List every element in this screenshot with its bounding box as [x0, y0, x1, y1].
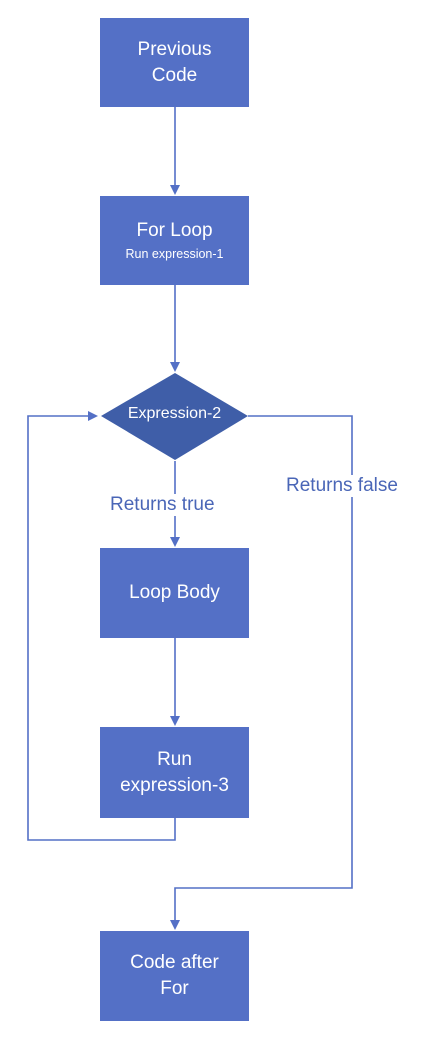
node-for-loop-subtitle: Run expression-1	[125, 246, 224, 261]
node-code-after-for-line1: Code after	[130, 952, 219, 974]
node-loop-body-label: Loop Body	[129, 582, 220, 604]
node-previous-code: Previous Code	[100, 18, 249, 107]
node-run-expression-3-line1: Run	[157, 748, 192, 770]
node-code-after-for: Code after For	[100, 931, 249, 1021]
node-run-expression-3: Run expression-3	[100, 727, 249, 818]
node-code-after-for-line2: For	[160, 978, 189, 999]
node-run-expression-3-line2: expression-3	[120, 774, 229, 796]
node-previous-code-line2: Code	[151, 64, 198, 86]
node-previous-code-line1: Previous	[137, 38, 212, 60]
node-for-loop-title: For Loop	[136, 220, 213, 242]
edge-condition-to-after	[170, 415, 353, 930]
edge-label-returns-true: Returns true	[110, 494, 215, 516]
node-loop-body: Loop Body	[100, 548, 249, 638]
node-for-loop: For Loop Run expression-1	[100, 196, 249, 285]
condition-label: Expression-2	[127, 405, 222, 422]
condition-diamond	[101, 373, 248, 460]
edge-label-returns-false: Returns false	[286, 475, 398, 497]
edge-expr3-loop-back	[27, 411, 176, 841]
